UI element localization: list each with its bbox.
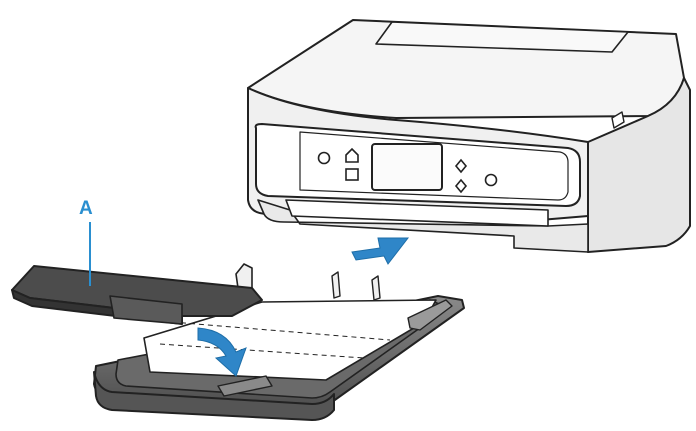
paper-output-slot [285, 199, 549, 227]
printer-side [587, 77, 691, 253]
back-button-icon [484, 173, 498, 187]
nav-up-icon [454, 158, 468, 174]
cassette-cover-tab [109, 295, 183, 325]
operation-panel-bezel [299, 131, 569, 201]
cassette-cover [11, 265, 263, 325]
panel-controls [317, 143, 498, 194]
cassette-latch [217, 375, 273, 397]
power-button-icon [317, 151, 331, 165]
nav-down-icon [454, 178, 468, 194]
paper-guide-post-2 [371, 275, 381, 301]
paper-fold-line-2 [159, 343, 365, 359]
cassette-front-lip [93, 371, 335, 421]
printer [247, 19, 691, 253]
paper-fold-line-1 [171, 321, 391, 341]
cassette [93, 263, 465, 421]
stop-button-icon [345, 168, 359, 181]
printer-base [257, 199, 589, 253]
lcd-screen [371, 143, 443, 191]
scanner-lid [375, 21, 629, 53]
callout-label-a: A [79, 198, 93, 219]
arrow-right-icon [351, 237, 410, 265]
home-button-icon [345, 147, 359, 163]
side-slot [611, 111, 625, 129]
curved-arrow-down-icon [197, 327, 247, 377]
paper-guide-post-1 [331, 271, 341, 299]
paper-guide-side [407, 299, 453, 331]
